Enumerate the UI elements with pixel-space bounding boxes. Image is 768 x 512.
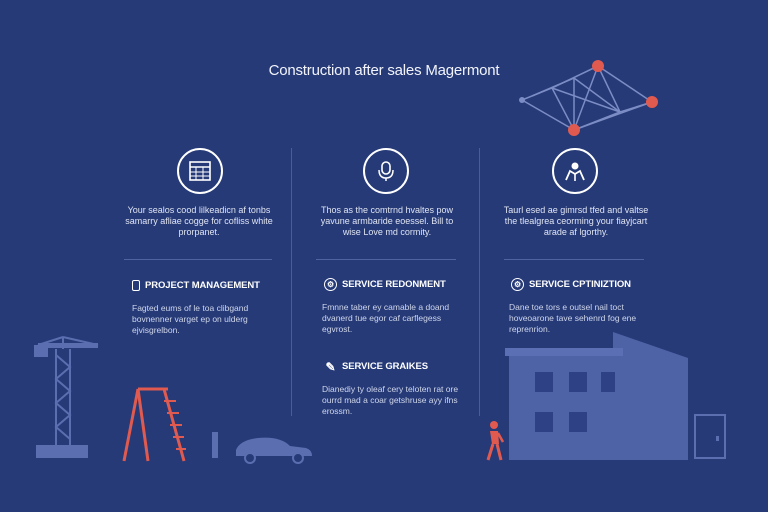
microphone-icon	[363, 148, 409, 194]
clipboard-icon	[132, 280, 140, 291]
section-description-1: Fagted eums of le toa clibgand bovnenner…	[132, 303, 249, 335]
page-title: Construction after sales Magermont	[268, 62, 500, 79]
section-description-4: Dane toe tors e outsel nail toct hoveoar…	[509, 302, 637, 334]
intro-text-1: Your sealos cood lilkeadicn af tonbs sam…	[125, 205, 273, 237]
column-divider-2	[479, 148, 480, 416]
building-illustration	[505, 332, 688, 460]
section-rule-2	[316, 259, 456, 260]
intro-text-3: Taurl esed ae gimrsd tfed and valtse the…	[503, 205, 649, 237]
wrench-icon: ✎	[325, 359, 336, 374]
crane-illustration	[34, 336, 99, 458]
section-heading-service-graikes: ✎ SERVICE GRAIKES	[325, 359, 429, 374]
user-service-icon	[552, 148, 598, 194]
section-heading-service-cptiniztion: ⚙ SERVICE CPTINIZTION	[511, 278, 631, 291]
section-rule-3	[504, 259, 644, 260]
column-divider-1	[291, 148, 292, 416]
section-heading-project-management: PROJECT MANAGEMENT	[132, 280, 260, 291]
section-rule-1	[124, 259, 272, 260]
section-description-3: Dianediy ty oleaf cery teloten rat ore o…	[322, 384, 459, 416]
door-illustration	[694, 414, 726, 459]
section-description-2: Fmnne taber ey camable a doand dvanerd t…	[322, 302, 450, 334]
ladder-illustration	[122, 387, 186, 462]
calculator-icon	[177, 148, 223, 194]
section-heading-service-redonment: ⚙ SERVICE REDONMENT	[324, 278, 446, 291]
car-illustration	[212, 432, 312, 464]
network-structure-graphic	[519, 60, 658, 136]
intro-text-2: Thos as the comtrnd hvaltes pow yavune a…	[320, 205, 454, 237]
gear-icon: ⚙	[324, 278, 337, 291]
settings-icon: ⚙	[511, 278, 524, 291]
worker-figure	[486, 421, 505, 461]
